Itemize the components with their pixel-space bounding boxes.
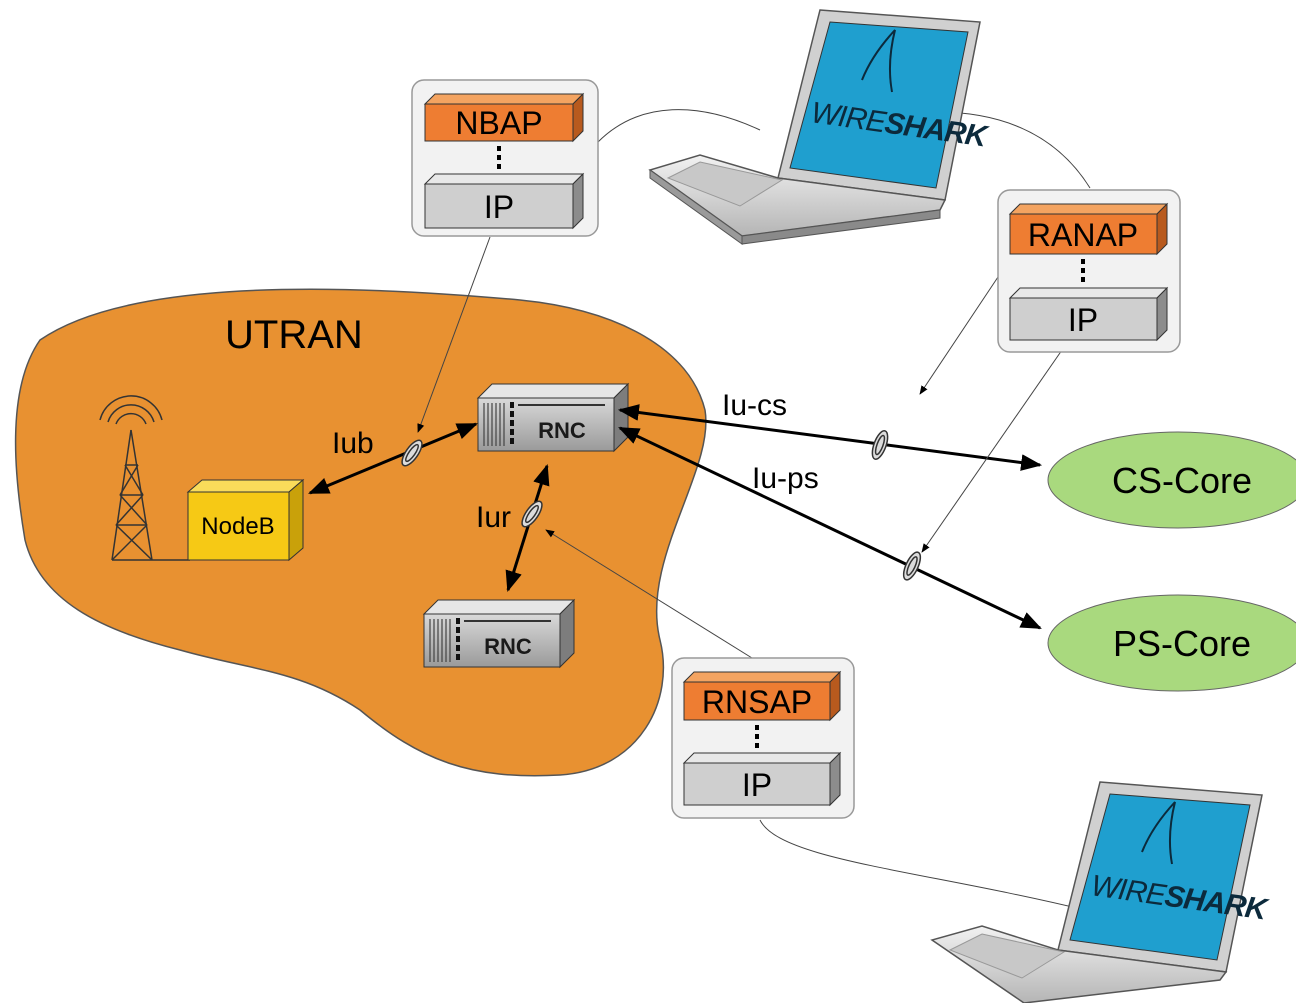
nbap-ip-label: IP xyxy=(484,189,514,225)
ps-core-label: PS-Core xyxy=(1113,623,1251,664)
utran-label: UTRAN xyxy=(225,313,363,357)
ranap-protocol-label: RANAP xyxy=(1028,217,1138,253)
ranap-stack: RANAP IP xyxy=(997,189,1181,353)
rnc-bottom-device: RNC xyxy=(422,598,576,669)
cs-core-label: CS-Core xyxy=(1112,460,1252,501)
ps-core-node: PS-Core xyxy=(1047,594,1296,692)
nodeb-label: NodeB xyxy=(201,513,274,540)
iur-link xyxy=(505,463,550,593)
iub-link xyxy=(308,422,478,495)
iu-ps-link xyxy=(618,426,1042,630)
iub-label: Iub xyxy=(332,427,374,460)
rnsap-protocol-label: RNSAP xyxy=(702,684,812,720)
nodeb-box: NodeB xyxy=(186,478,305,562)
wireshark-laptop-bottom: WIRESHARK xyxy=(930,781,1271,1004)
iur-label: Iur xyxy=(476,501,511,534)
iu-cs-label: Iu-cs xyxy=(722,389,787,422)
wireshark-laptop-top: WIRESHARK xyxy=(648,9,991,245)
rnsap-stack: RNSAP IP xyxy=(671,657,855,819)
probe-rings xyxy=(401,430,922,581)
links xyxy=(308,404,1043,630)
rnc-bottom-label: RNC xyxy=(484,634,532,659)
rnsap-ip-label: IP xyxy=(742,767,772,803)
iu-ps-label: Iu-ps xyxy=(752,462,819,495)
nbap-protocol-label: NBAP xyxy=(455,105,542,141)
antenna-tower-icon xyxy=(99,395,190,561)
cs-core-node: CS-Core xyxy=(1047,431,1296,529)
utran-region: UTRAN xyxy=(14,288,707,777)
rnc-top-device: RNC xyxy=(476,382,630,453)
ranap-ip-label: IP xyxy=(1068,302,1098,338)
rnc-top-label: RNC xyxy=(538,418,586,443)
nbap-stack: NBAP IP xyxy=(411,79,599,237)
